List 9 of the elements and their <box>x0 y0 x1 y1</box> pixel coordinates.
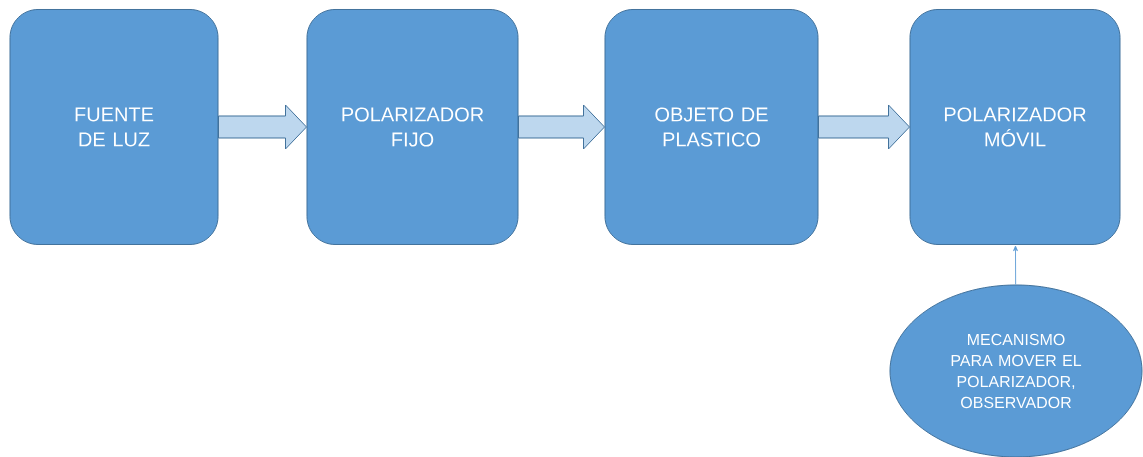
block-arrow <box>518 104 605 150</box>
arrow <box>1013 245 1018 285</box>
process-box: POLARIZADOR FIJO <box>306 9 519 245</box>
process-box: POLARIZADOR MÓVIL <box>909 9 1121 245</box>
ellipse-node: MECANISMO PARA MOVER EL POLARIZADOR, OBSERVADOR <box>889 284 1143 457</box>
process-box: FUENTE DE LUZ <box>9 9 219 245</box>
process-box: OBJETO DE PLASTICO <box>604 9 819 245</box>
block-arrow <box>818 104 910 150</box>
block-arrow <box>218 104 307 150</box>
